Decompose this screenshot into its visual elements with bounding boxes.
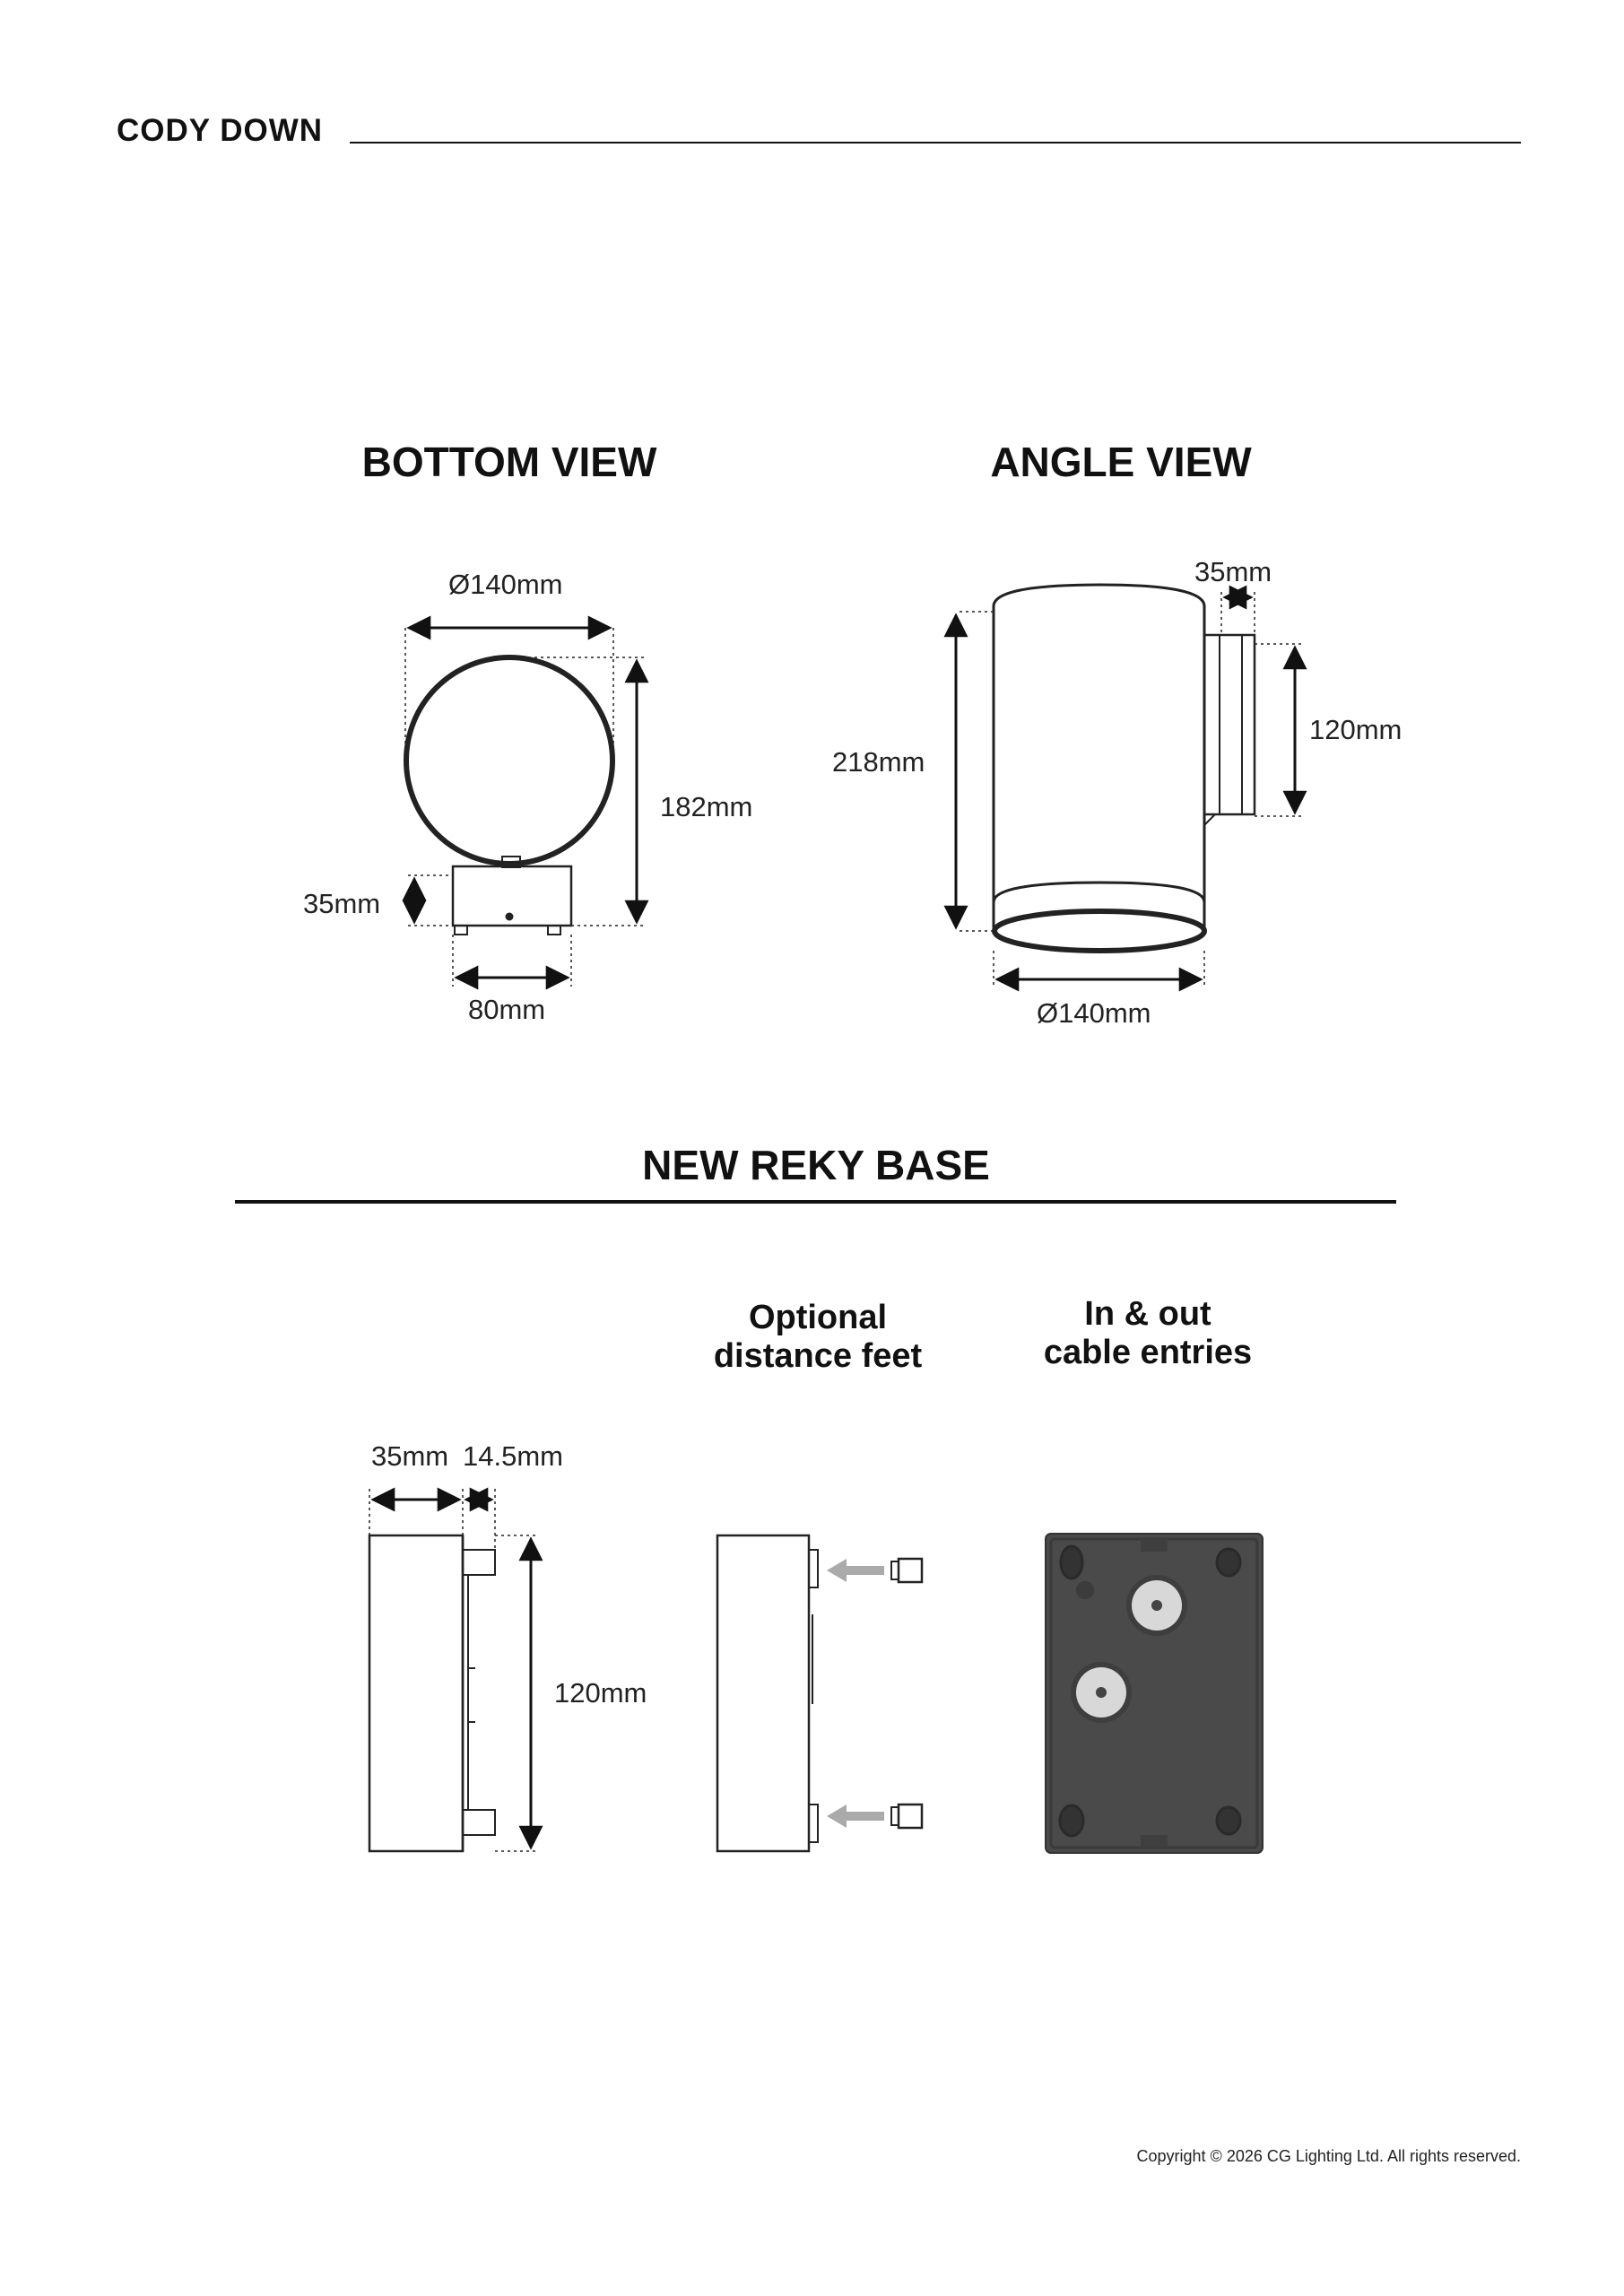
angle-diameter-label: Ø140mm [1037, 997, 1151, 1029]
lamp-body-circle [404, 655, 615, 866]
angle-base-depth-label: 35mm [1194, 556, 1272, 587]
cylinder-bottom-ring [992, 909, 1207, 953]
new-base-title: NEW REKY BASE [642, 1142, 990, 1188]
mount-block [1203, 633, 1256, 816]
base-side-view-drawing [368, 1487, 543, 1853]
angle-view-drawing [943, 583, 1307, 992]
foot-bottom [897, 1803, 924, 1830]
cable-entries-photo [1045, 1533, 1264, 1854]
cable-entries-caption: In & out cable entries [1043, 1295, 1253, 1371]
bottom-base-width-label: 80mm [468, 994, 546, 1025]
copyright-notice: Copyright © 2026 CG Lighting Ltd. All ri… [1136, 2147, 1521, 2165]
angle-height-label: 218mm [832, 746, 925, 778]
angle-view-title: ANGLE VIEW [990, 439, 1252, 485]
base-depth-label: 35mm [371, 1440, 449, 1472]
distance-feet-drawing [716, 1534, 924, 1853]
base-height-label: 120mm [554, 1677, 647, 1709]
bottom-height-label: 182mm [660, 791, 753, 822]
bottom-base-depth-label: 35mm [303, 888, 381, 919]
distance-feet-caption: Optional distance feet [713, 1299, 923, 1375]
base-feet-label: 14.5mm [463, 1440, 563, 1472]
cylinder-top-edge [992, 583, 1206, 607]
bottom-diameter-label: Ø140mm [448, 569, 563, 600]
document-title: CODY DOWN [117, 113, 324, 148]
bottom-view-drawing [402, 615, 649, 990]
header-divider [350, 142, 1521, 144]
bottom-view-title: BOTTOM VIEW [361, 439, 657, 485]
new-base-divider [235, 1200, 1396, 1204]
foot-top [897, 1557, 924, 1584]
angle-base-height-label: 120mm [1309, 714, 1403, 745]
